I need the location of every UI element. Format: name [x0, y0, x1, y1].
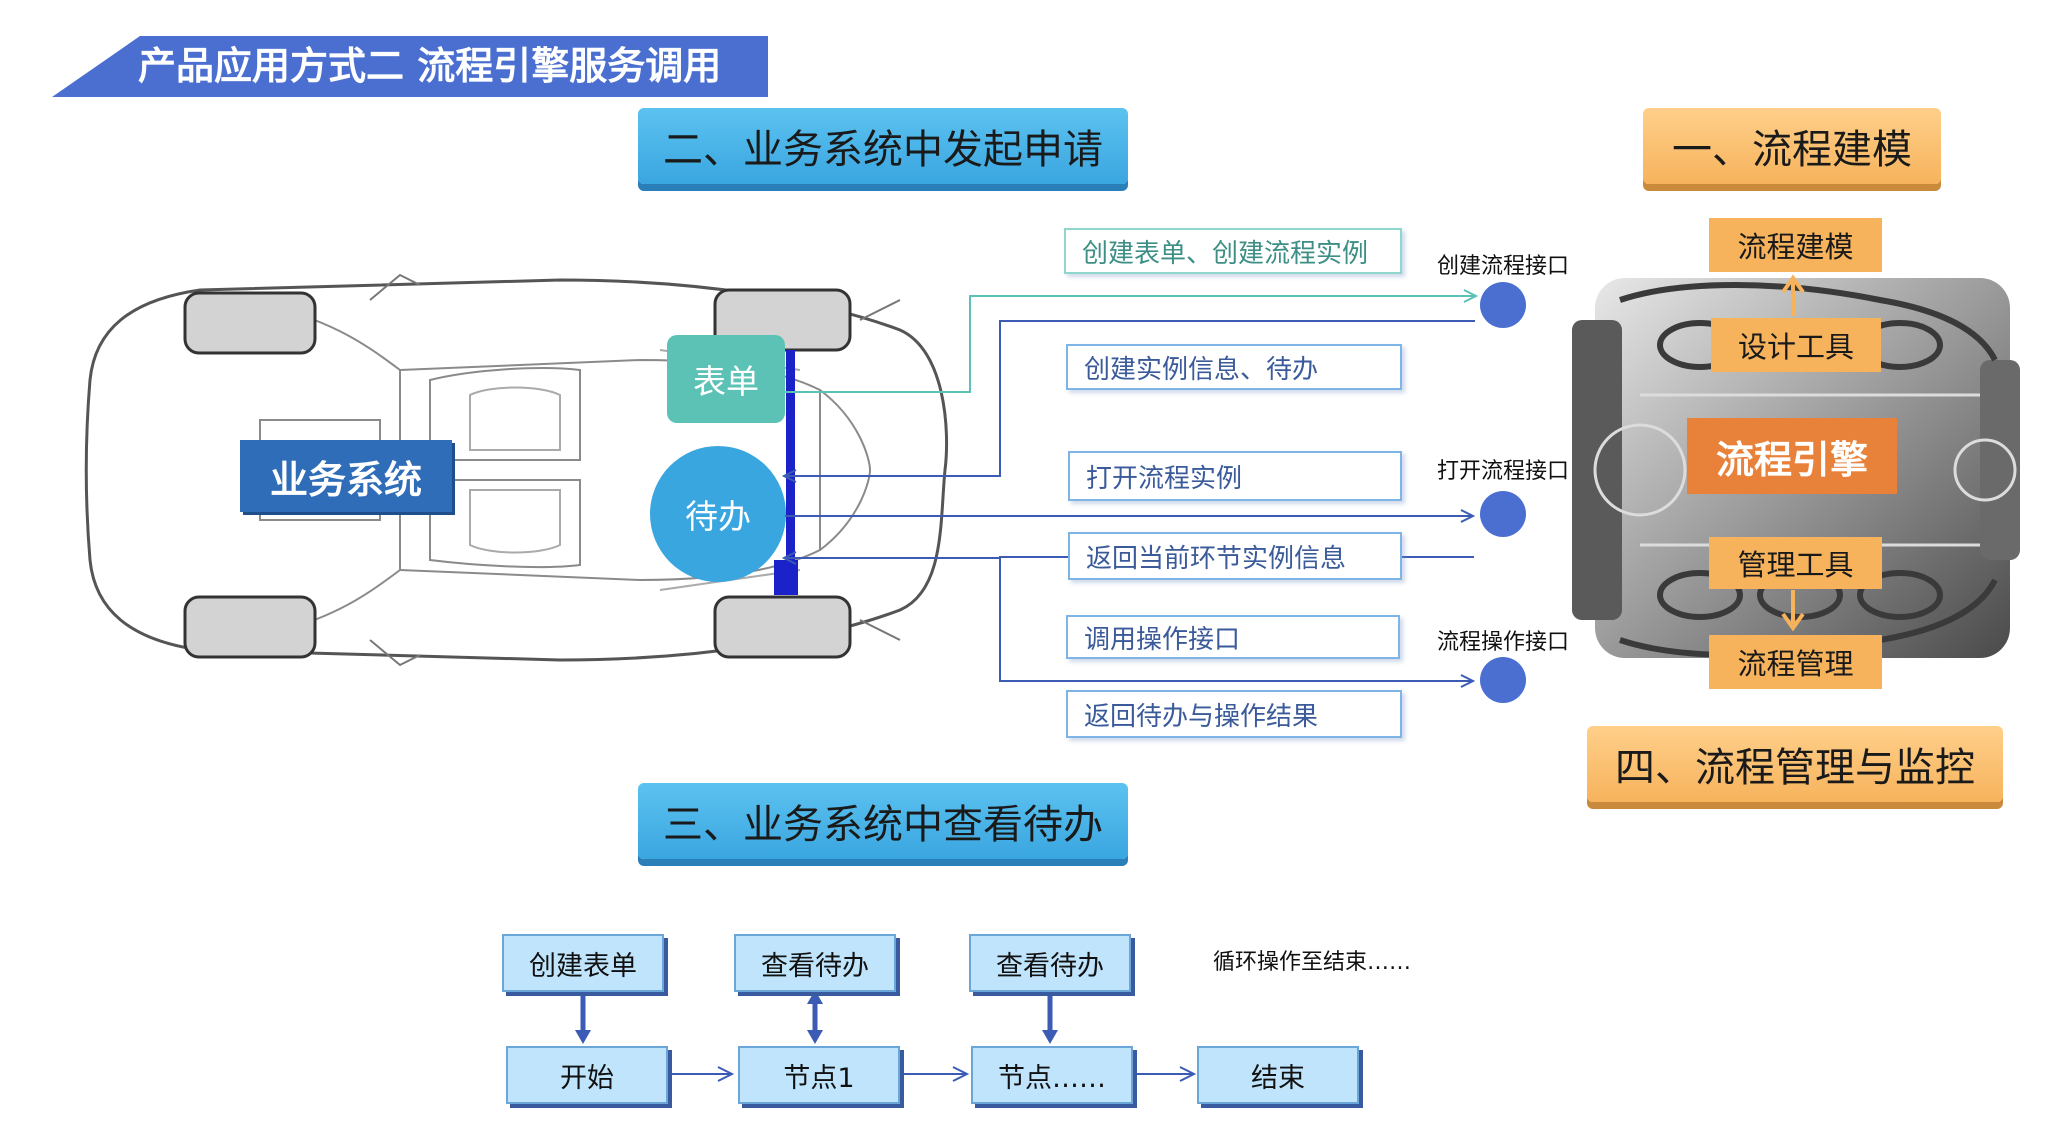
section-apply: 二、业务系统中发起申请	[638, 108, 1128, 184]
interface-operate-dot	[1480, 657, 1526, 703]
flow-create-form: 创建表单	[502, 934, 664, 992]
flow-node-more: 节点……	[971, 1046, 1133, 1104]
call-label-create: 创建表单、创建流程实例	[1064, 228, 1402, 274]
section-view: 三、业务系统中查看待办	[638, 783, 1128, 859]
call-label-open: 打开流程实例	[1068, 451, 1402, 501]
todo-node: 待办	[650, 446, 786, 582]
flow-end: 结束	[1197, 1046, 1359, 1104]
interface-create-dot	[1480, 282, 1526, 328]
call-label-instance-info: 创建实例信息、待办	[1066, 344, 1402, 390]
call-label-return-info: 返回当前环节实例信息	[1068, 532, 1402, 580]
interface-operate-label: 流程操作接口	[1437, 630, 1570, 655]
engine-core-box: 流程引擎	[1687, 418, 1897, 494]
engine-design-tool-box: 设计工具	[1711, 318, 1881, 372]
engine-modeling-box: 流程建模	[1709, 218, 1882, 272]
page-title: 产品应用方式二 流程引擎服务调用	[138, 44, 722, 88]
form-node: 表单	[667, 335, 785, 423]
call-label-return-result: 返回待办与操作结果	[1066, 690, 1402, 738]
interface-open-label: 打开流程接口	[1437, 459, 1570, 484]
flow-node-1: 节点1	[738, 1046, 900, 1104]
call-label-operate: 调用操作接口	[1066, 615, 1400, 659]
flow-view-todo-2: 查看待办	[969, 934, 1131, 992]
engine-management-box: 流程管理	[1709, 635, 1882, 689]
flow-view-todo-1: 查看待办	[734, 934, 896, 992]
business-system-label: 业务系统	[240, 440, 452, 512]
section-model: 一、流程建模	[1643, 108, 1941, 184]
flow-start: 开始	[506, 1046, 668, 1104]
interface-open-dot	[1480, 491, 1526, 537]
engine-manage-tool-box: 管理工具	[1709, 537, 1882, 589]
section-monitor: 四、流程管理与监控	[1587, 726, 2003, 802]
interface-create-label: 创建流程接口	[1437, 254, 1570, 279]
flow-loop-note: 循环操作至结束……	[1213, 950, 1412, 975]
